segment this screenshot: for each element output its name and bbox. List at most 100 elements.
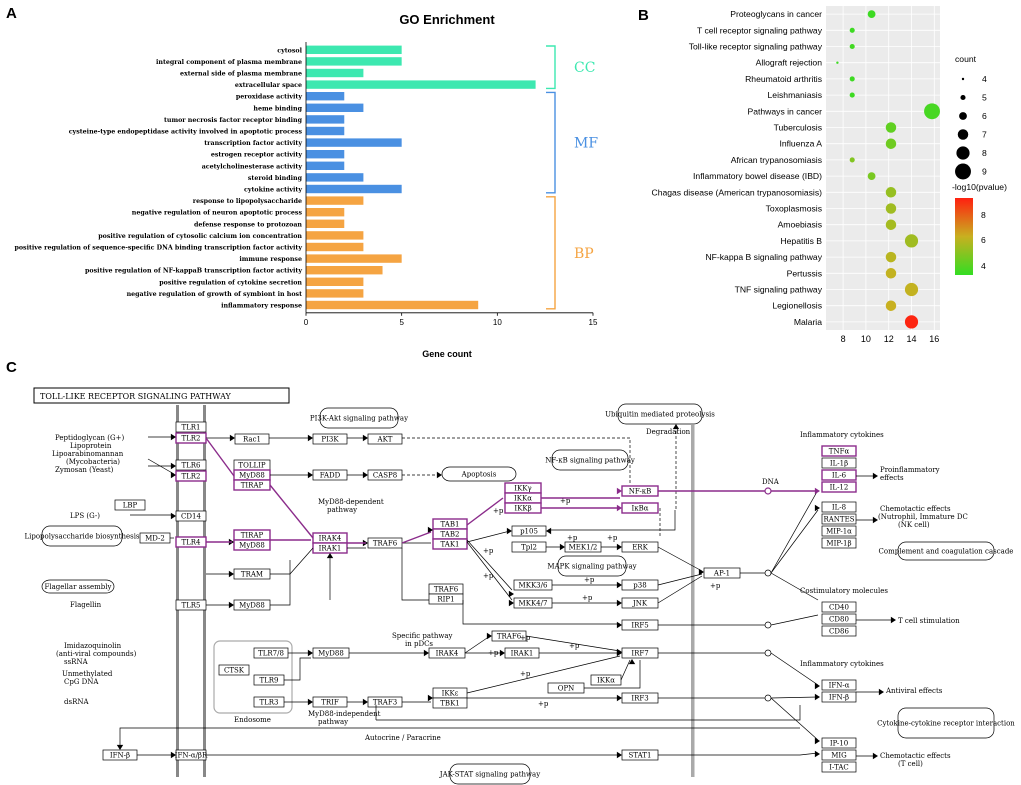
- pathway-node-trif: TRIF: [321, 699, 339, 707]
- pathway-node-tlr3: TLR3: [259, 699, 278, 707]
- bubble-category-label: Proteoglycans in cancer: [730, 9, 822, 19]
- pathway-node-tollip: TOLLIP: [238, 462, 265, 470]
- pathway-edge: [375, 705, 801, 721]
- pathway-node-tram: TRAM: [241, 571, 263, 579]
- pathway-link-lps_bio: Lipopolysaccharide biosynthesis: [24, 533, 139, 541]
- pathway-edge: [770, 696, 819, 699]
- pathway-text-lipoara: Lipoarabinomannan: [52, 450, 124, 458]
- color-legend-tick: 8: [981, 210, 986, 220]
- pathway-node-mig: MIG: [831, 752, 847, 760]
- panel-b-label: B: [638, 7, 649, 24]
- pathway-node-ikka: IKKα: [514, 495, 532, 503]
- pathway-node-casp8: CASP8: [373, 472, 397, 480]
- bubble-category-label: Leishmaniasis: [768, 90, 822, 100]
- bubble-category-label: Hepatitis B: [780, 236, 822, 246]
- pathway-text-plus: +p: [538, 700, 549, 708]
- pathway-node-mip1a: MIP-1α: [826, 528, 852, 536]
- pathway-node-ifnb2: IFN-β: [829, 694, 849, 702]
- pathway-text-plus: +p: [710, 582, 721, 590]
- count-legend-dot: [957, 129, 969, 140]
- pathway-link-box: [319, 407, 399, 429]
- pathway-node-ikky: IKKγ: [514, 485, 531, 493]
- count-legend-title: count: [955, 54, 977, 64]
- pathway-arrowhead: [423, 649, 429, 657]
- membrane-line: [203, 405, 206, 777]
- pathway-arrowhead: [628, 659, 636, 665]
- pathway-node-ifna: IFN-α: [829, 682, 850, 690]
- pathway-arrowhead: [362, 471, 368, 479]
- pathway-node-stat1: STAT1: [629, 752, 652, 760]
- pathway-edge: [119, 727, 800, 748]
- go-bar: [306, 184, 402, 194]
- pathway-node-opn: OPN: [558, 685, 575, 693]
- pathway-arrowhead: [616, 581, 622, 589]
- count-legend-label: 7: [982, 130, 987, 140]
- pathway-node-box: [234, 433, 270, 445]
- bubble-point: [849, 27, 855, 33]
- pathway-node-box: [432, 538, 468, 550]
- bubble-category-label: Pathways in cancer: [747, 106, 822, 116]
- pathway-link-box: [897, 707, 995, 739]
- go-group-label: CC: [574, 60, 595, 76]
- bubble-point: [849, 76, 855, 82]
- count-legend-label: 6: [982, 111, 987, 121]
- pathway-node-box: [821, 625, 857, 637]
- go-term-label: positive regulation of NF-kappaB transcr…: [85, 268, 302, 275]
- bubble-point: [885, 268, 897, 279]
- pathway-node-jnk: JNK: [632, 600, 648, 608]
- go-term-label: positive regulation of cytosolic calcium…: [98, 233, 302, 240]
- pathway-node-box: [432, 697, 468, 709]
- pathway-link-flag: Flagellar assembly: [45, 583, 112, 591]
- pathway-text-plus: +p: [493, 507, 504, 515]
- pathway-node-traf6a: TRAF6: [373, 540, 398, 548]
- pathway-arrowhead: [170, 751, 176, 759]
- pathway-text-specific2: in pDCs: [405, 640, 433, 648]
- go-x-axis-label: Gene count: [422, 349, 472, 359]
- pathway-node-nfkb: NF-κB: [629, 488, 652, 496]
- pathway-arrowhead: [616, 649, 622, 657]
- go-term-label: defense response to protozoan: [194, 221, 302, 228]
- pathway-arrowhead: [814, 504, 820, 512]
- go-group-label: MF: [574, 136, 598, 152]
- pathway-text-autocrine: Autocrine / Paracrine: [364, 734, 441, 742]
- go-bar: [306, 115, 345, 124]
- pathway-arrowhead: [170, 471, 176, 479]
- pathway-node-traf3: TRAF3: [373, 699, 397, 707]
- pathway-arrowhead: [616, 487, 622, 495]
- go-term-label: positive regulation of cytokine secretio…: [159, 279, 302, 286]
- bubble-point: [849, 157, 855, 163]
- pathway-edge: [770, 489, 819, 574]
- bubble-x-tick-label: 8: [841, 334, 846, 344]
- pathway-title-box: [33, 387, 290, 404]
- color-legend-bar: [955, 198, 973, 275]
- pathway-dna-node: [764, 649, 772, 657]
- pathway-edge: [770, 652, 819, 686]
- pathway-node-ifnb: IFN-β: [110, 752, 130, 760]
- go-term-label: cytokine activity: [244, 187, 302, 194]
- go-term-label: heme binding: [253, 105, 302, 112]
- bubble-point: [849, 92, 855, 98]
- pathway-dna-node: [764, 487, 772, 495]
- pathway-text-imid2: (anti-viral compounds): [56, 650, 137, 658]
- go-bar: [306, 45, 402, 54]
- go-bar: [306, 242, 364, 252]
- pathway-node-itac: I-TAC: [829, 764, 849, 772]
- pathway-node-irf5: IRF5: [631, 622, 648, 630]
- pathway-text-chemo1: Chemotactic effects: [880, 505, 951, 513]
- pathway-arrowhead: [170, 462, 176, 470]
- go-bar: [306, 103, 364, 112]
- pathway-edge: [270, 560, 291, 606]
- pathway-arrowhead: [616, 621, 622, 629]
- pathway-node-box: [821, 445, 857, 457]
- count-legend-label: 4: [982, 74, 987, 84]
- bubble-point: [836, 61, 839, 64]
- pathway-arrowhead: [872, 516, 878, 524]
- go-bar: [306, 92, 345, 101]
- pathway-edge: [770, 572, 819, 601]
- pathway-node-box: [312, 433, 348, 445]
- pathway-edge: [466, 539, 513, 591]
- pathway-node-traf6c: TRAF6: [497, 633, 522, 641]
- pathway-node-tirapa: TIRAP: [241, 482, 264, 490]
- pathway-node-mip1b: MIP-1β: [826, 540, 851, 548]
- pathway-node-box: [821, 691, 857, 703]
